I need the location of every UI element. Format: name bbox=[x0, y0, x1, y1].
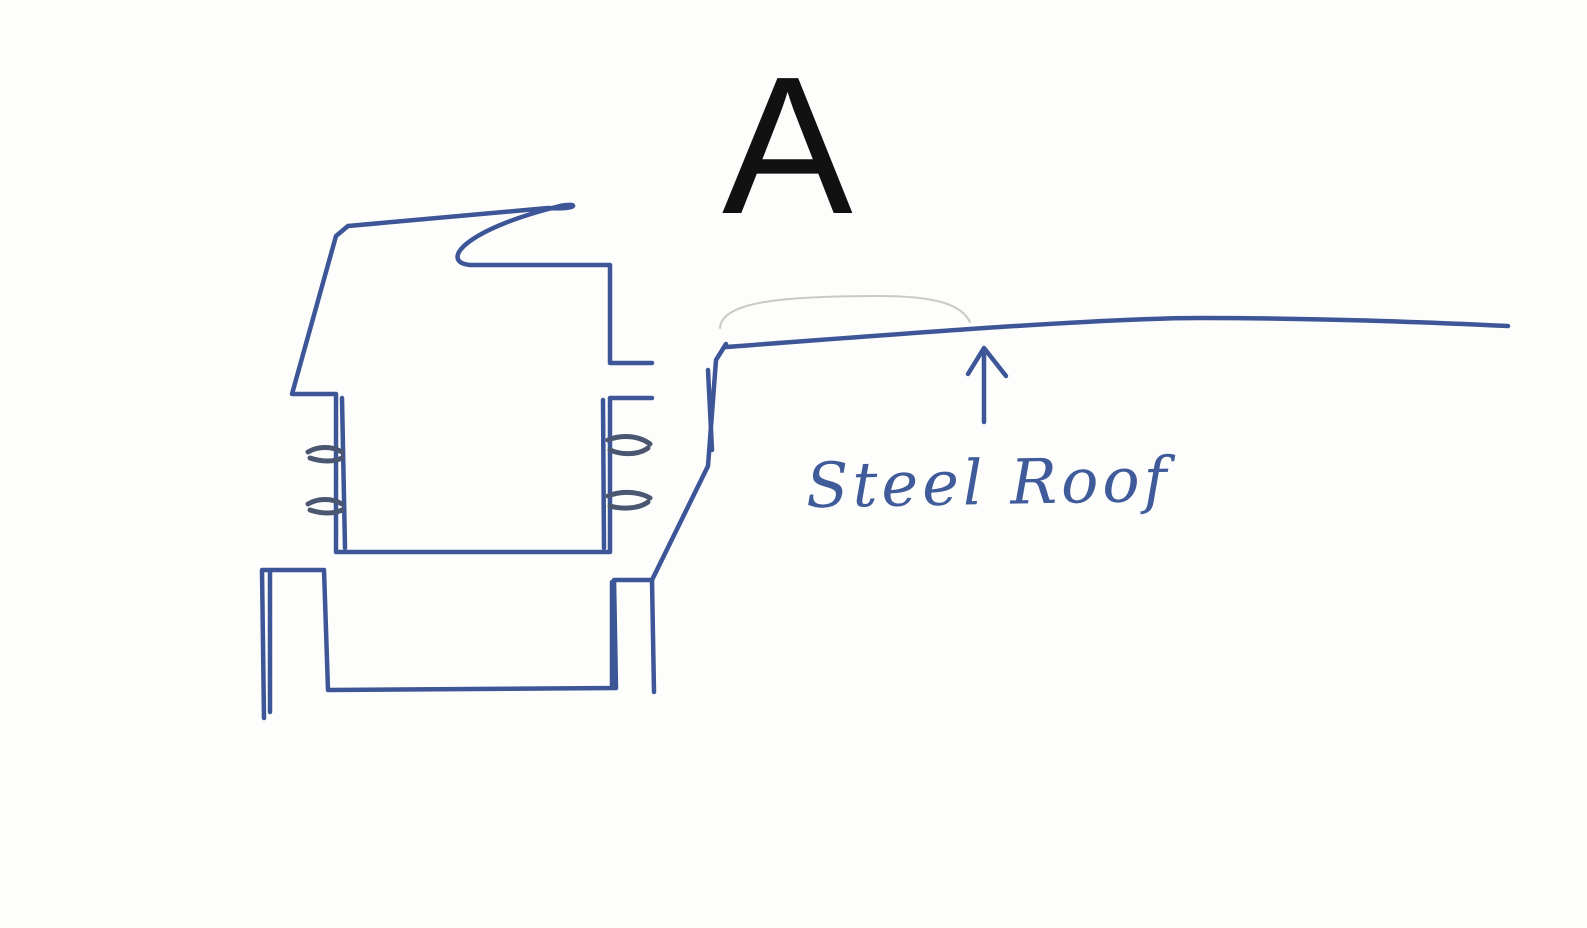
up-arrow-icon bbox=[965, 345, 1009, 425]
pencil-guide-line bbox=[719, 294, 971, 329]
steel-roof-line bbox=[723, 315, 1511, 350]
upper-block-inner-line bbox=[339, 395, 607, 551]
roof-support-wall bbox=[649, 341, 729, 583]
right-hinge-lower bbox=[605, 489, 653, 511]
left-hinge-lower bbox=[305, 497, 345, 516]
right-hinge-upper bbox=[605, 434, 653, 457]
roof-support-wall-inner bbox=[705, 367, 715, 453]
diagram-title: A bbox=[722, 36, 853, 255]
base-inner-line bbox=[267, 569, 615, 715]
steel-roof-annotation: Steel Roof bbox=[805, 442, 1172, 523]
upper-block-outline bbox=[289, 202, 655, 555]
left-hinge-upper bbox=[305, 445, 345, 464]
base-outline bbox=[259, 567, 657, 721]
